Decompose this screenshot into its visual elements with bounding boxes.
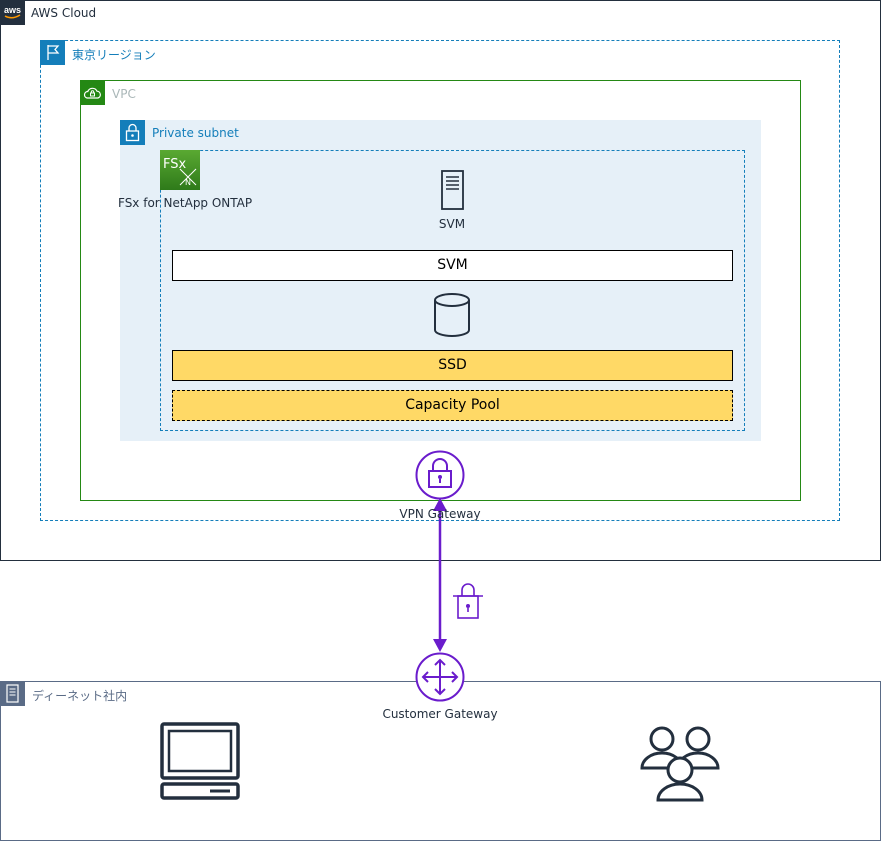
aws-cloud-label: AWS Cloud — [31, 6, 97, 20]
vpc-label: VPC — [112, 87, 136, 101]
region-label: 東京リージョン — [72, 48, 156, 62]
svm-bar-label: SVM — [437, 257, 468, 273]
vpn-gateway-icon — [415, 450, 465, 500]
cloud-lock-icon — [80, 80, 105, 105]
fsx-icon-text: FSx — [163, 157, 187, 172]
svm-bar: SVM — [172, 250, 733, 281]
capacity-pool-label: Capacity Pool — [405, 397, 500, 413]
onprem-group — [0, 681, 881, 841]
ssd-bar: SSD — [172, 350, 733, 381]
customer-gateway-label: Customer Gateway — [382, 707, 498, 721]
customer-gateway-icon — [415, 652, 465, 702]
vpn-connection-line — [433, 498, 447, 652]
fsx-group — [160, 150, 745, 431]
desktop-client-icon — [160, 722, 240, 800]
aws-logo-icon: aws — [0, 0, 25, 25]
flag-icon — [40, 40, 65, 65]
corporate-datacenter-icon — [0, 681, 25, 706]
svg-text:aws: aws — [4, 5, 21, 15]
server-icon — [441, 170, 464, 210]
fsx-ontap-icon: FSx N — [160, 150, 200, 190]
vpn-gateway-label: VPN Gateway — [399, 507, 481, 521]
padlock-icon — [120, 120, 145, 145]
svg-text:N: N — [185, 178, 191, 187]
private-subnet-label: Private subnet — [152, 126, 239, 140]
onprem-label: ディーネット社内 — [32, 689, 128, 703]
capacity-pool-bar: Capacity Pool — [172, 390, 733, 421]
users-icon — [640, 726, 720, 802]
svm-server-label: SVM — [438, 217, 466, 231]
database-cylinder-icon — [434, 293, 470, 337]
fsx-label: FSx for NetApp ONTAP — [118, 196, 253, 210]
vpn-lock-icon — [453, 583, 483, 619]
ssd-label: SSD — [438, 357, 467, 373]
